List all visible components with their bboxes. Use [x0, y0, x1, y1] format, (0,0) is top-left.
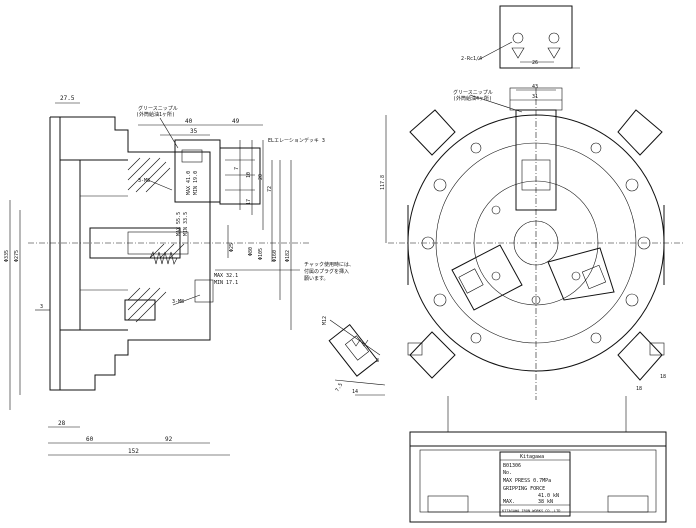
nameplate-maker: KITAGAWA IRON WORKS CO.,LTD: [502, 509, 560, 513]
dim-40: 40: [185, 118, 193, 125]
dim-18-bottom: 18: [636, 386, 642, 392]
dim-72: 72: [267, 186, 273, 192]
note-grease-nipple-right-sub: (外筒給油4ヶ所): [453, 95, 492, 102]
dia-335: Φ335: [4, 250, 10, 262]
note-elevation-check: ELエレーションデッキ 3: [268, 137, 325, 144]
dimension-labels: 27.5 40 49 35 7 10 17 20 72 3 28 60 92 1…: [4, 56, 666, 455]
note-grease-nipple-right: グリースニップル: [453, 89, 493, 96]
dim-14: 14: [352, 389, 358, 395]
dim-152: 152: [128, 448, 139, 455]
front-view: [385, 87, 685, 400]
dim-17: 17: [246, 199, 252, 205]
dim-43: 43: [532, 84, 538, 90]
stroke-max-32: MAX 32.1: [214, 273, 238, 279]
nameplate-serial: No.: [503, 470, 512, 476]
section-hatching: [127, 157, 185, 323]
dim-27-5: 27.5: [60, 95, 75, 102]
thread-3-m8-upper: 3-M8: [138, 178, 150, 184]
nameplate-speed-value: 38 kN: [538, 499, 553, 505]
dia-80: Φ80: [248, 247, 254, 256]
bottom-view: [409, 396, 667, 523]
dia-275: Φ275: [14, 250, 20, 262]
thread-2-rc-1-4: 2-Rc1/4: [461, 56, 482, 62]
stroke-min-33: MIN 33.5: [183, 212, 189, 236]
jaw-detail-view: [328, 319, 386, 396]
dim-31: 31: [532, 94, 538, 100]
dia-25: Φ25: [229, 243, 235, 252]
dim-49: 49: [232, 118, 240, 125]
note-chuck-use-1: チャック使用時には、: [304, 261, 354, 268]
nameplate-model: B01306: [503, 463, 521, 469]
dim-20: 20: [258, 174, 264, 180]
stroke-max-55: MAX 55.5: [176, 212, 182, 236]
nameplate-force: GRIPPING FORCE: [503, 486, 545, 492]
nameplate: [499, 451, 571, 517]
nameplate-force-value: 41.0 kN: [538, 493, 559, 499]
dim-26: 26: [532, 60, 538, 66]
nameplate-text: Kitagawa B01306 No. MAX PRESS 0.7MPa GRI…: [502, 454, 560, 513]
corner-lugs: [407, 109, 665, 381]
dim-35: 35: [190, 128, 198, 135]
dim-10: 10: [246, 172, 252, 178]
dim-18-right: 18: [660, 374, 666, 380]
thread-3-m8-lower: 3-M8: [172, 299, 184, 305]
dim-117-8: 117.8: [380, 175, 386, 190]
note-chuck-use-3: 願います。: [304, 276, 329, 282]
dia-105: Φ105: [258, 248, 264, 260]
dim-7: 7: [234, 167, 240, 170]
nameplate-speed-label: MAX.: [503, 499, 515, 505]
note-grease-nipple-left: グリースニップル: [138, 105, 178, 112]
thread-m12: M12: [322, 316, 328, 325]
nameplate-pressure: MAX PRESS 0.7MPa: [503, 478, 551, 484]
top-detail-view: [477, 5, 580, 69]
dim-7-5: 7.5: [335, 382, 345, 393]
bolt-holes: [421, 142, 651, 344]
annotation-notes: グリースニップル (外筒給油1ヶ所) グリースニップル (外筒給油4ヶ所) EL…: [136, 89, 493, 282]
dim-8: 8: [376, 358, 379, 364]
stroke-max-41: MAX 41.0: [186, 171, 192, 195]
dim-28: 28: [58, 420, 66, 427]
dim-3: 3: [40, 304, 43, 310]
stroke-min-17: MIN 17.1: [214, 280, 238, 286]
note-chuck-use-2: 付属のプラグを挿入: [304, 268, 349, 275]
note-grease-nipple-left-sub: (外筒給油1ヶ所): [136, 111, 175, 118]
stroke-min-19: MIN 19.0: [193, 171, 199, 195]
nameplate-brand: Kitagawa: [520, 454, 544, 460]
dia-182: Φ182: [285, 250, 291, 262]
dia-160: Φ160: [272, 250, 278, 262]
section-view: [9, 102, 310, 456]
dim-92: 92: [165, 436, 173, 443]
dim-60: 60: [86, 436, 94, 443]
